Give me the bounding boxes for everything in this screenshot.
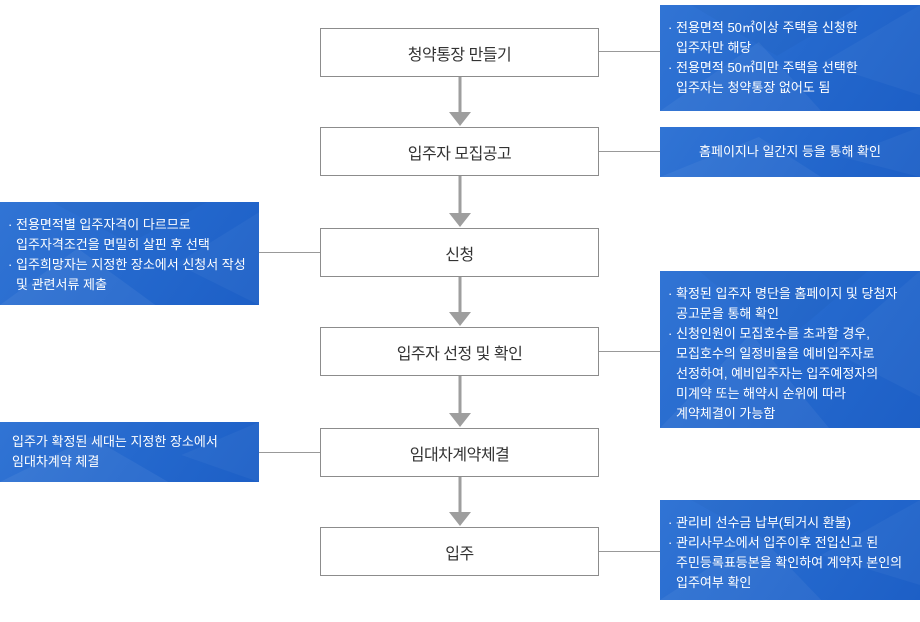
- connector-line: [259, 252, 320, 253]
- down-arrow-icon: [448, 77, 471, 127]
- arrow-shaft: [458, 77, 461, 115]
- step-application: 신청: [320, 228, 599, 277]
- down-arrow-icon: [448, 176, 471, 228]
- arrow-shaft: [458, 376, 461, 416]
- arrow-shaft: [458, 477, 461, 515]
- step-label: 신청: [445, 246, 474, 264]
- step-label: 임대차계약체결: [409, 446, 510, 464]
- note-item: 확정된 입주자 명단을 홈페이지 및 당첨자 공고문을 통해 확인: [666, 284, 908, 324]
- note-lease-contract: 입주가 확정된 세대는 지정한 장소에서 임대차계약 체결: [0, 422, 259, 482]
- note-body: 입주가 확정된 세대는 지정한 장소에서 임대차계약 체결: [0, 422, 259, 482]
- note-item: 전용면적 50㎡미만 주택을 선택한 입주자는 청약통장 없어도 됨: [666, 58, 908, 98]
- note-body: 관리비 선수금 납부(퇴거시 환불) 관리사무소에서 입주이후 전입신고 된 주…: [660, 500, 920, 600]
- step-label: 입주: [445, 545, 474, 563]
- step-label: 청약통장 만들기: [407, 46, 512, 64]
- arrow-shaft: [458, 176, 461, 216]
- step-resident-selection-confirmation: 입주자 선정 및 확인: [320, 327, 599, 376]
- step-create-subscription-account: 청약통장 만들기: [320, 28, 599, 77]
- step-resident-recruitment-notice: 입주자 모집공고: [320, 127, 599, 176]
- note-subscription-account: 전용면적 50㎡이상 주택을 신청한 입주자만 해당 전용면적 50㎡미만 주택…: [660, 5, 920, 111]
- step-lease-contract-signing: 임대차계약체결: [320, 428, 599, 477]
- connector-line: [599, 351, 660, 352]
- note-facet-decoration: [0, 422, 259, 482]
- connector-line: [599, 151, 660, 152]
- note-body: 전용면적 50㎡이상 주택을 신청한 입주자만 해당 전용면적 50㎡미만 주택…: [660, 5, 920, 108]
- step-move-in: 입주: [320, 527, 599, 576]
- note-application: 전용면적별 입주자격이 다르므로 입주자격조건을 면밀히 살핀 후 선택 입주희…: [0, 202, 259, 305]
- step-label: 입주자 선정 및 확인: [396, 345, 523, 363]
- down-arrow-icon: [448, 376, 471, 428]
- arrow-head: [448, 112, 471, 126]
- note-body: 확정된 입주자 명단을 홈페이지 및 당첨자 공고문을 통해 확인 신청인원이 …: [660, 271, 920, 428]
- note-text: 홈페이지나 일간지 등을 통해 확인: [699, 144, 881, 159]
- down-arrow-icon: [448, 477, 471, 527]
- note-move-in: 관리비 선수금 납부(퇴거시 환불) 관리사무소에서 입주이후 전입신고 된 주…: [660, 500, 920, 600]
- arrow-head: [448, 413, 471, 427]
- note-item: 전용면적 50㎡이상 주택을 신청한 입주자만 해당: [666, 18, 908, 58]
- note-item: 신청인원이 모집호수를 초과할 경우, 모집호수의 일정비율을 예비입주자로 선…: [666, 324, 908, 424]
- arrow-head: [448, 312, 471, 326]
- arrow-head: [448, 213, 471, 227]
- note-facet-decoration: [660, 127, 920, 177]
- note-recruitment-notice: 홈페이지나 일간지 등을 통해 확인: [660, 127, 920, 177]
- note-body: 전용면적별 입주자격이 다르므로 입주자격조건을 면밀히 살핀 후 선택 입주희…: [0, 202, 259, 305]
- step-label: 입주자 모집공고: [407, 145, 512, 163]
- note-body: 홈페이지나 일간지 등을 통해 확인: [660, 127, 920, 177]
- note-item: 입주희망자는 지정한 장소에서 신청서 작성 및 관련서류 제출: [6, 255, 247, 295]
- note-item: 전용면적별 입주자격이 다르므로 입주자격조건을 면밀히 살핀 후 선택: [6, 215, 247, 255]
- connector-line: [599, 551, 660, 552]
- note-item: 관리비 선수금 납부(퇴거시 환불): [666, 513, 908, 533]
- arrow-shaft: [458, 277, 461, 315]
- connector-line: [259, 452, 320, 453]
- arrow-head: [448, 512, 471, 526]
- note-item: 관리사무소에서 입주이후 전입신고 된 주민등록표등본을 확인하여 계약자 본인…: [666, 533, 908, 593]
- note-resident-selection: 확정된 입주자 명단을 홈페이지 및 당첨자 공고문을 통해 확인 신청인원이 …: [660, 271, 920, 428]
- note-text: 입주가 확정된 세대는 지정한 장소에서 임대차계약 체결: [12, 434, 218, 469]
- down-arrow-icon: [448, 277, 471, 327]
- connector-line: [599, 51, 660, 52]
